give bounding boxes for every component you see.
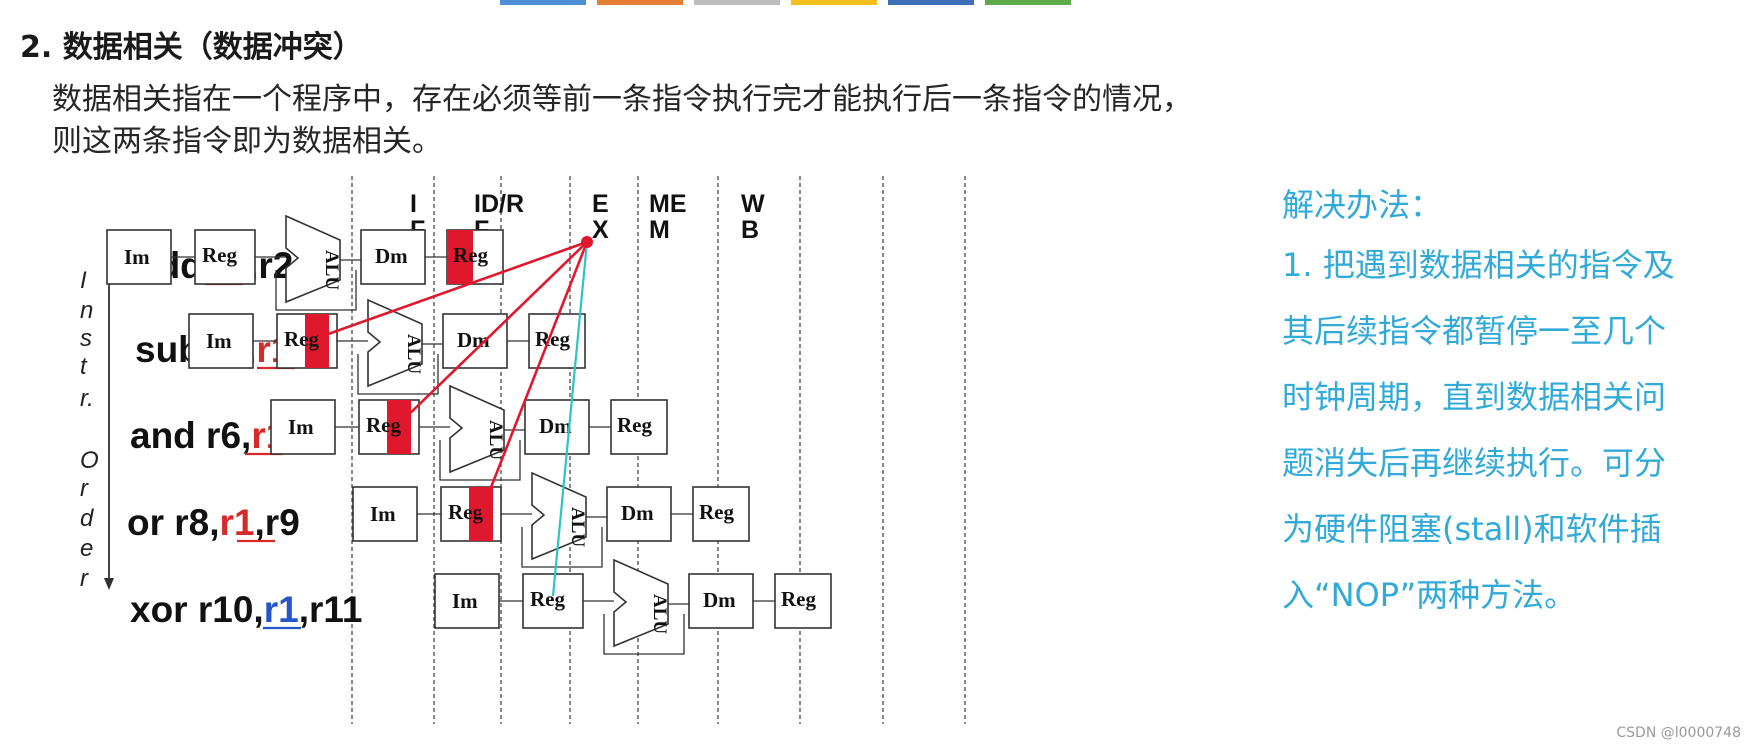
axis-letter: n — [80, 297, 93, 324]
stage-label: X — [592, 216, 609, 244]
wb-reg-label: Reg — [781, 587, 816, 611]
dm-label: Dm — [375, 244, 408, 268]
color-tab — [597, 0, 683, 5]
im-label: Im — [288, 415, 314, 439]
axis-letter: d — [80, 505, 94, 532]
alu-unit — [449, 384, 505, 474]
axis-letter: I — [80, 267, 87, 294]
wb-reg-label: Reg — [699, 500, 734, 524]
description-line-1: 数据相关指在一个程序中，存在必须等前一条指令执行完才能执行后一条指令的情况， — [52, 82, 1192, 117]
dependency-line — [398, 241, 588, 425]
wire — [521, 527, 603, 568]
reg-label: Reg — [202, 243, 237, 267]
stage-label: W — [741, 190, 765, 218]
stage-label: B — [741, 216, 759, 244]
alu-label: ALU — [403, 334, 424, 374]
forward-line — [551, 241, 589, 597]
color-tab — [985, 0, 1071, 5]
stage-label: ID/R — [474, 190, 524, 218]
wb-reg-box — [692, 486, 750, 542]
solution-line-5: 为硬件阻塞(stall)和软件插 — [1282, 510, 1662, 548]
dm-label: Dm — [703, 588, 736, 612]
alu-unit — [367, 298, 423, 388]
dependency-line — [479, 241, 589, 514]
axis-letter: r — [80, 475, 89, 502]
reg-label: Reg — [366, 413, 401, 437]
alu-label: ALU — [649, 594, 670, 634]
alu-unit — [613, 558, 669, 648]
im-label: Im — [370, 502, 396, 526]
im-label: Im — [206, 329, 232, 353]
axis-letter: e — [80, 535, 93, 562]
im-label: Im — [124, 245, 150, 269]
axis-letter: t — [80, 353, 88, 380]
solution-line-6: 入“NOP”两种方法。 — [1282, 576, 1577, 614]
solution-line-3: 时钟周期，直到数据相关问 — [1282, 378, 1667, 416]
alu-unit — [531, 471, 587, 561]
solution-title: 解决办法： — [1282, 186, 1443, 224]
reg-box — [522, 573, 584, 629]
axis-letter: r — [80, 565, 89, 592]
solution-line-1: 1. 把遇到数据相关的指令及 — [1282, 246, 1675, 284]
reg-label: Reg — [448, 500, 483, 524]
solution-line-2: 其后续指令都暂停一至几个 — [1282, 312, 1667, 350]
instruction-text: or r8,r1,r9 — [127, 502, 300, 543]
page-title: 2. 数据相关（数据冲突） — [20, 30, 363, 65]
alu-label: ALU — [567, 507, 588, 547]
color-tab — [694, 0, 780, 5]
reg-box — [194, 229, 256, 285]
instruction-text: xor r10,r1,r11 — [130, 589, 362, 630]
wire — [357, 354, 439, 395]
hazard-read-highlight — [305, 314, 329, 368]
wb-reg-label: Reg — [617, 413, 652, 437]
axis-letter: r. — [80, 385, 94, 412]
im-box — [434, 573, 500, 629]
color-tab — [791, 0, 877, 5]
wb-reg-label: Reg — [453, 243, 488, 267]
reg-label: Reg — [530, 587, 565, 611]
wb-reg-box — [610, 399, 668, 455]
im-label: Im — [452, 589, 478, 613]
color-tab — [500, 0, 586, 5]
hazard-read-highlight — [387, 400, 411, 454]
writeback-point — [581, 236, 593, 248]
alu-label: ALU — [485, 420, 506, 460]
stage-label: M — [649, 216, 670, 244]
dm-box — [360, 229, 426, 285]
wb-reg-box — [774, 573, 832, 629]
dm-label: Dm — [539, 414, 572, 438]
csdn-watermark: CSDN @l0000748 — [1616, 725, 1741, 741]
solution-line-4: 题消失后再继续执行。可分 — [1282, 444, 1667, 482]
stage-label: I — [410, 190, 417, 218]
dm-box — [524, 399, 590, 455]
wire — [439, 440, 521, 481]
wire — [603, 614, 685, 655]
color-tab — [888, 0, 974, 5]
im-box — [352, 486, 418, 542]
reg-label: Reg — [284, 327, 319, 351]
stage-label: ME — [649, 190, 687, 218]
alu-label: ALU — [321, 250, 342, 290]
dm-box — [442, 313, 508, 369]
wire — [275, 270, 357, 311]
axis-letter: s — [80, 325, 92, 352]
stage-label: E — [592, 190, 609, 218]
dependency-line — [316, 240, 588, 340]
axis-arrow — [104, 578, 114, 590]
hazard-write-highlight — [447, 230, 473, 284]
im-box — [188, 313, 254, 369]
description-line-2: 则这两条指令即为数据相关。 — [52, 124, 442, 159]
axis-letter: O — [80, 447, 99, 474]
alu-unit — [285, 214, 341, 304]
dm-label: Dm — [621, 501, 654, 525]
